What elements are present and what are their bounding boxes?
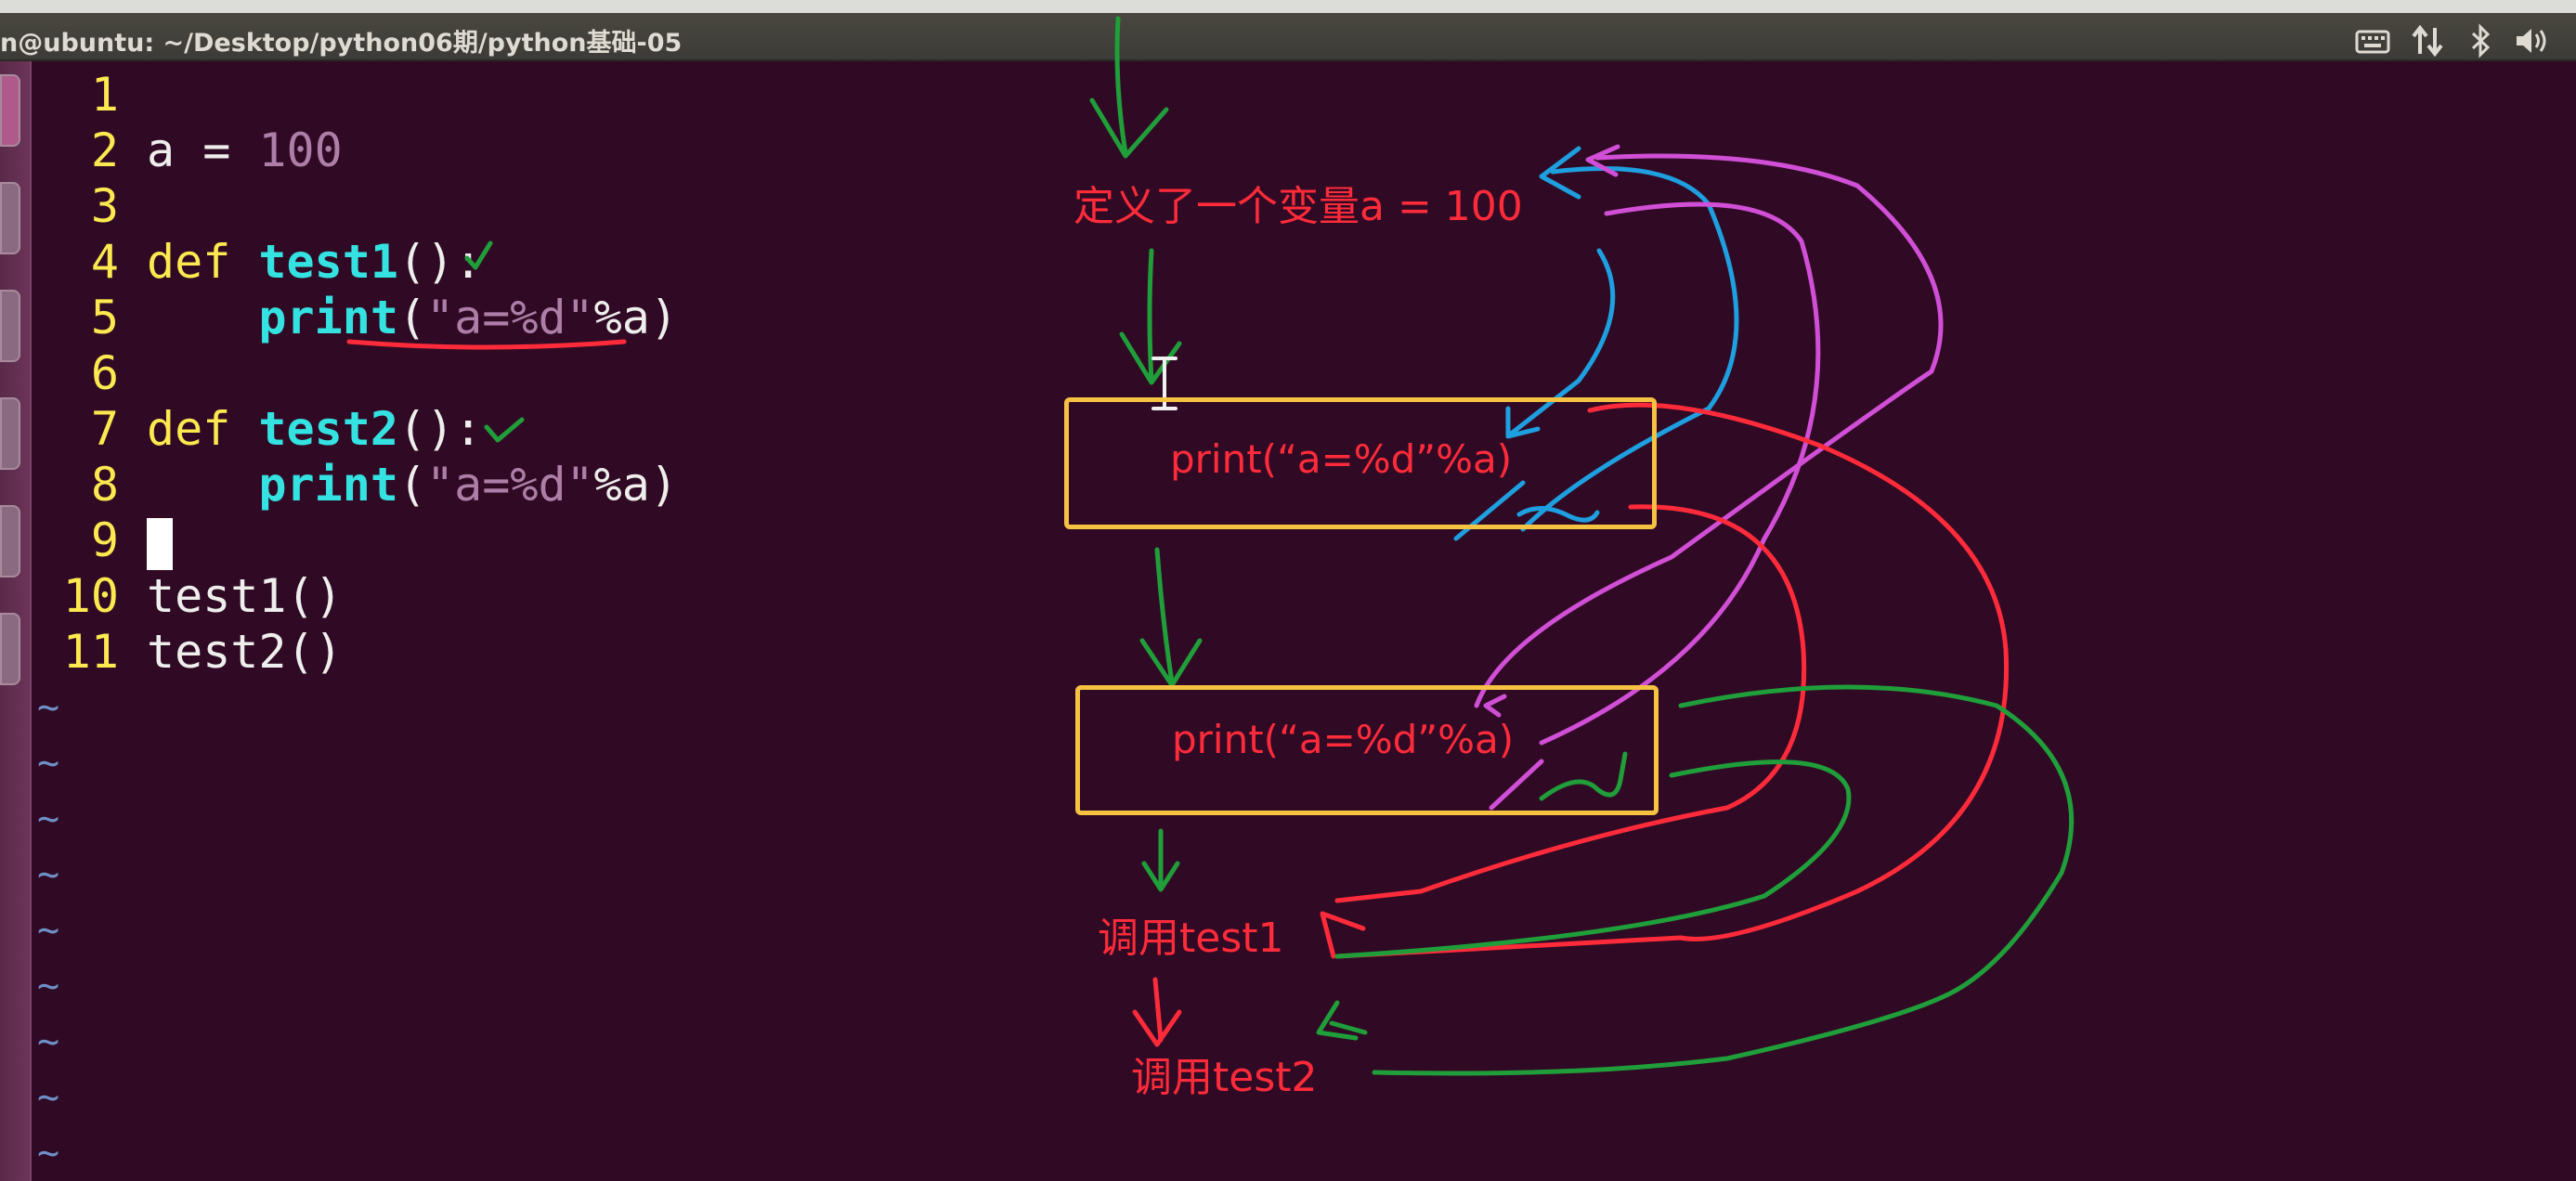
flow-arrow bbox=[1132, 977, 1182, 1047]
editor-line[interactable]: 5 print("a=%d"%a) bbox=[37, 290, 678, 345]
test1-body-box bbox=[1064, 397, 1657, 529]
empty-line-tilde: ~ bbox=[37, 686, 60, 729]
line-number: 5 bbox=[90, 291, 119, 344]
test2-body-box bbox=[1075, 685, 1659, 815]
empty-line-tilde: ~ bbox=[37, 965, 60, 1007]
code-token: 100 bbox=[258, 123, 343, 177]
call-test1-label: 调用test1 bbox=[1098, 915, 1284, 962]
editor-line[interactable]: 3 bbox=[37, 178, 147, 234]
code-token: def bbox=[147, 235, 259, 289]
code-token: test2 bbox=[258, 402, 398, 456]
code-token: print bbox=[258, 458, 398, 512]
code-token: ( bbox=[397, 291, 427, 344]
flow-arrow bbox=[1141, 828, 1180, 892]
window-title: n@ubuntu: ~/Desktop/python06期/python基础-0… bbox=[0, 29, 683, 58]
lookup-curve bbox=[1520, 146, 1739, 532]
line-number: 3 bbox=[90, 179, 119, 233]
text-cursor bbox=[147, 517, 173, 570]
flow-arrow bbox=[1139, 547, 1203, 688]
code-token: (): bbox=[397, 402, 483, 456]
lookup-curve bbox=[1505, 248, 1616, 439]
empty-line-tilde: ~ bbox=[37, 1132, 60, 1175]
settings-launcher-icon[interactable] bbox=[0, 505, 20, 578]
lookup-curve bbox=[1474, 144, 1944, 811]
launcher-sidebar bbox=[0, 61, 32, 1181]
empty-line-tilde: ~ bbox=[37, 1076, 60, 1119]
dash-icon[interactable] bbox=[0, 74, 20, 147]
line-number: 2 bbox=[90, 123, 119, 177]
call-curve bbox=[1320, 402, 2010, 959]
value-scribble bbox=[1539, 751, 1628, 801]
call-curve bbox=[1316, 759, 1852, 1041]
code-token: test1() bbox=[147, 569, 343, 623]
app-launcher-icon[interactable] bbox=[0, 397, 20, 470]
empty-line-tilde: ~ bbox=[37, 742, 60, 785]
editor-line[interactable]: 9 bbox=[37, 513, 173, 570]
value-scribble bbox=[1453, 480, 1600, 541]
editor-line[interactable]: 1 bbox=[37, 67, 147, 123]
flow-arrow bbox=[1089, 16, 1169, 159]
empty-line-tilde: ~ bbox=[37, 853, 60, 896]
editor-line[interactable]: 6 bbox=[37, 345, 147, 401]
code-token: ( bbox=[397, 458, 427, 512]
top-panel: n@ubuntu: ~/Desktop/python06期/python基础-0… bbox=[0, 0, 2576, 61]
code-token: %a) bbox=[593, 291, 678, 344]
editor-line[interactable]: 11 test2() bbox=[37, 624, 343, 680]
terminal-launcher-icon[interactable] bbox=[0, 182, 20, 254]
text-editor-launcher-icon[interactable] bbox=[0, 613, 20, 685]
code-token: "a=%d" bbox=[426, 291, 594, 344]
keyboard-icon[interactable] bbox=[2353, 22, 2392, 59]
code-token: print bbox=[258, 291, 398, 344]
code-token: test2() bbox=[147, 625, 343, 679]
line-number: 8 bbox=[90, 458, 119, 512]
code-token: "a=%d" bbox=[426, 458, 594, 512]
underline-mark bbox=[346, 339, 627, 350]
files-launcher-icon[interactable] bbox=[0, 290, 20, 362]
lookup-curve bbox=[1483, 694, 1507, 718]
call-test2-label: 调用test2 bbox=[1131, 1054, 1318, 1101]
bluetooth-icon[interactable] bbox=[2461, 22, 2500, 59]
editor-line[interactable]: 10 test1() bbox=[37, 568, 343, 624]
line-number: 7 bbox=[90, 402, 119, 456]
volume-icon[interactable] bbox=[2513, 22, 2552, 59]
line-number: 4 bbox=[90, 235, 119, 289]
call-curve bbox=[1372, 684, 2075, 1076]
code-token: a = bbox=[147, 123, 259, 177]
line-number: 6 bbox=[90, 346, 119, 400]
editor-line[interactable]: 8 print("a=%d"%a) bbox=[37, 457, 678, 513]
empty-line-tilde: ~ bbox=[37, 909, 60, 952]
line-number: 9 bbox=[90, 513, 119, 567]
test1-body-text: print(“a=%d”%a) bbox=[1170, 436, 1513, 482]
code-token: test1 bbox=[258, 235, 398, 289]
check-mark bbox=[484, 417, 525, 443]
code-token: def bbox=[147, 402, 259, 456]
editor-line[interactable]: 2 a = 100 bbox=[37, 123, 343, 178]
empty-line-tilde: ~ bbox=[37, 1020, 60, 1063]
check-mark bbox=[464, 240, 493, 270]
line-number: 11 bbox=[62, 625, 119, 679]
line-number: 1 bbox=[90, 68, 119, 122]
flow-arrow bbox=[1119, 248, 1182, 385]
code-token: %a) bbox=[593, 458, 678, 512]
editor-line[interactable]: 7 def test2(): bbox=[37, 401, 482, 457]
empty-line-tilde: ~ bbox=[37, 798, 60, 840]
test2-body-text: print(“a=%d”%a) bbox=[1172, 717, 1515, 762]
define-variable-label: 定义了一个变量a = 100 bbox=[1073, 183, 1523, 230]
line-number: 10 bbox=[62, 569, 119, 623]
network-icon[interactable] bbox=[2409, 22, 2448, 59]
